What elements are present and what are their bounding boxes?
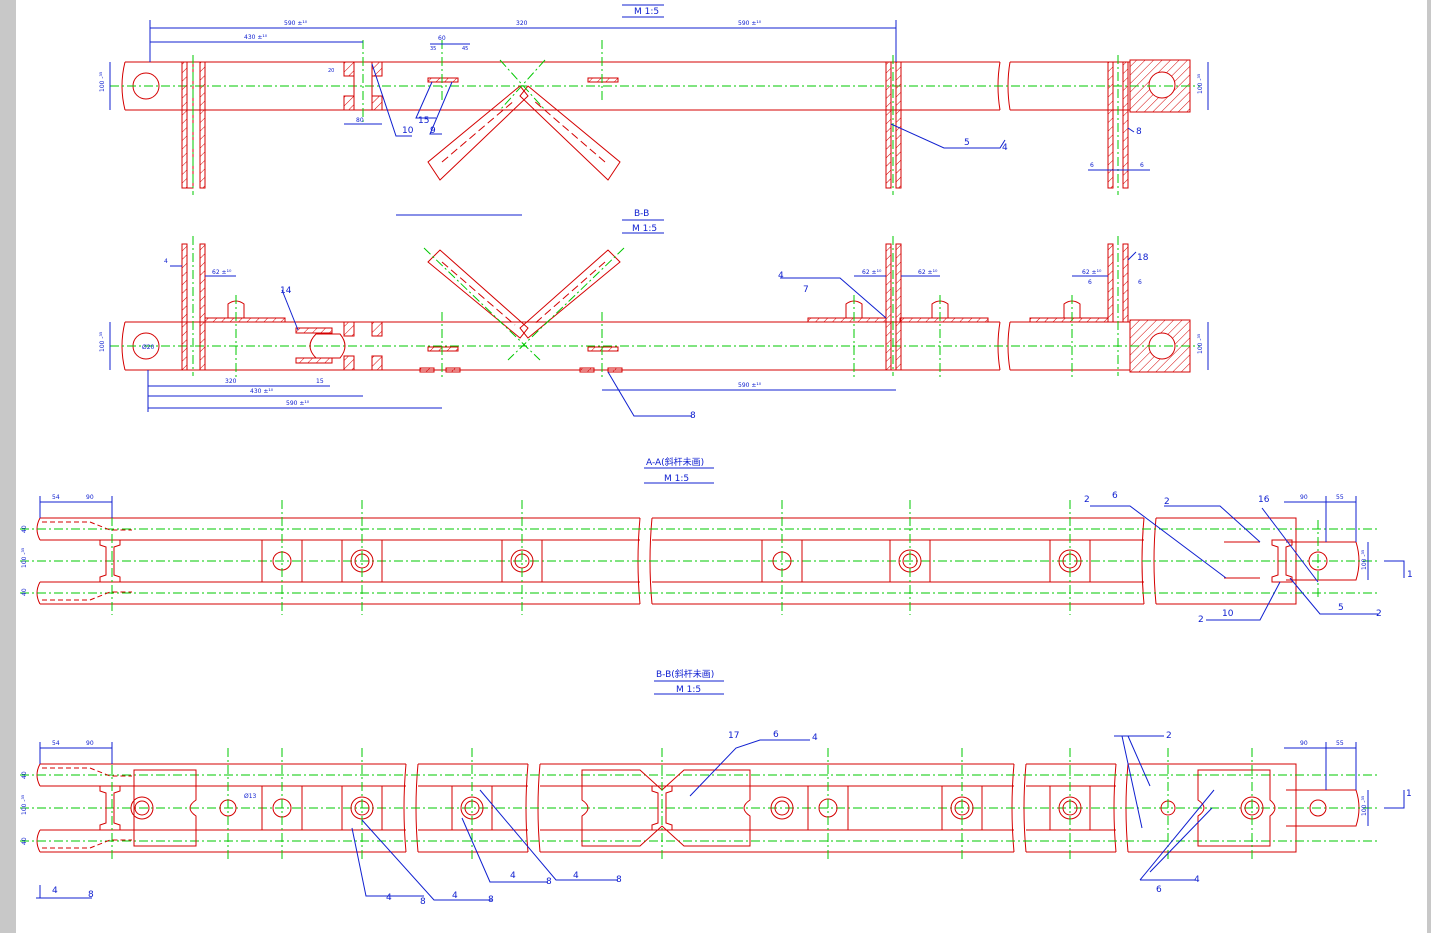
dim-35: 35 xyxy=(430,46,436,52)
view-b: B-B M 1:5 xyxy=(99,209,1209,421)
callout-8-bb-c: 8 xyxy=(488,895,494,905)
dim-62-b: 62 ±¹⁰ xyxy=(862,269,882,276)
callout-4-bb-c: 4 xyxy=(386,893,392,903)
callout-15: 15 xyxy=(418,116,429,126)
callout-4-b: 4 xyxy=(778,271,784,281)
dim-100-b-right: 100 -³⁵ xyxy=(1197,333,1204,354)
dim-62-d: 62 ±¹⁰ xyxy=(1082,269,1102,276)
dim-590-right: 590 ±¹⁰ xyxy=(738,20,762,27)
dim-6-b-left: 6 xyxy=(1088,279,1092,286)
callout-4: 4 xyxy=(1002,143,1008,153)
callout-8-bb-a: 8 xyxy=(88,890,94,900)
callout-2-aa-a: 2 xyxy=(1084,495,1090,505)
dim-100-b-left: 100 -³⁵ xyxy=(99,331,106,352)
b-view-title: B-B xyxy=(634,209,649,219)
callout-16: 16 xyxy=(1258,495,1270,505)
dim-590-b-left: 590 ±¹⁰ xyxy=(286,400,310,407)
dim-54-aa: 54 xyxy=(52,494,60,501)
dim-6-b-right: 6 xyxy=(1138,279,1142,286)
callout-2-bb: 2 xyxy=(1166,731,1172,741)
section-marker-1-bb: 1 xyxy=(1406,789,1412,799)
view-aa: A-A(斜杆未画) M 1:5 xyxy=(20,456,1413,625)
bb-view-title: B-B(斜杆未画) xyxy=(656,668,714,680)
callout-8-b: 8 xyxy=(690,411,696,421)
dim-15: 15 xyxy=(316,378,324,385)
dim-80: 80 xyxy=(356,117,364,124)
dim-590: 590 ±¹⁰ xyxy=(284,20,308,27)
dim-100-right: 100 -³⁵ xyxy=(1197,73,1204,94)
dim-40-bb-bottom: 40 xyxy=(21,837,28,845)
section-marker-1: 1 xyxy=(1407,570,1413,580)
dim-40-aa-bottom: 40 xyxy=(21,588,28,596)
hole-diameter-bb: Ø13 xyxy=(244,793,257,800)
dim-100-bb-right: 100 -³⁵ xyxy=(1361,795,1368,816)
dim-55-aa: 55 xyxy=(1336,494,1344,501)
callout-8-bb-e: 8 xyxy=(616,875,622,885)
dim-90-aa-left: 90 xyxy=(86,494,94,501)
callout-10: 10 xyxy=(402,126,414,136)
view-top: M 1:5 xyxy=(99,4,1209,216)
callout-5: 5 xyxy=(964,138,970,148)
callout-4-bb-e: 4 xyxy=(510,871,516,881)
callout-7: 7 xyxy=(803,285,809,295)
dim-62-a: 62 ±¹⁰ xyxy=(212,269,232,276)
dim-100-aa: 100 -³⁵ xyxy=(21,547,28,568)
callout-2-aa-b: 2 xyxy=(1164,497,1170,507)
callout-4-bb-f: 4 xyxy=(573,871,579,881)
dim-54-bb: 54 xyxy=(52,740,60,747)
dim-55-bb: 55 xyxy=(1336,740,1344,747)
dim-6-left: 6 xyxy=(1090,162,1094,169)
dim-100-bb: 100 -³⁵ xyxy=(21,794,28,815)
dim-100-aa-right: 100 -³⁵ xyxy=(1361,549,1368,570)
dim-4: 4 xyxy=(164,258,168,265)
callout-5-aa: 5 xyxy=(1338,603,1344,613)
dim-62-c: 62 ±¹⁰ xyxy=(918,269,938,276)
callout-4-bb-d: 4 xyxy=(452,891,458,901)
callout-8-bb-b: 8 xyxy=(420,897,426,907)
callout-9: 9 xyxy=(430,126,436,136)
dim-100-left: 100 -³⁵ xyxy=(99,71,106,92)
dim-590-b-right: 590 ±¹⁰ xyxy=(738,382,762,389)
callout-18: 18 xyxy=(1137,253,1149,263)
callout-14: 14 xyxy=(280,286,292,296)
dim-90-bb-right: 90 xyxy=(1300,740,1308,747)
dim-90-bb-left: 90 xyxy=(86,740,94,747)
top-view-scale: M 1:5 xyxy=(634,7,659,17)
callout-17: 17 xyxy=(728,731,739,741)
top-view-diagonal-braces xyxy=(427,85,621,181)
dim-90-aa-right: 90 xyxy=(1300,494,1308,501)
dim-6-right: 6 xyxy=(1140,162,1144,169)
dim-430-b: 430 ±¹⁰ xyxy=(250,388,274,395)
dim-320: 320 xyxy=(516,20,528,27)
callout-10-aa: 10 xyxy=(1222,609,1234,619)
dim-60: 60 xyxy=(438,35,446,42)
dim-45: 45 xyxy=(462,46,468,52)
right-scrollbar[interactable] xyxy=(1427,0,1431,933)
left-scrollbar[interactable] xyxy=(0,0,16,933)
callout-8: 8 xyxy=(1136,127,1142,137)
callout-4-bb-g: 4 xyxy=(1194,875,1200,885)
dim-430: 430 ±¹⁰ xyxy=(244,34,268,41)
callout-6-bb-b: 6 xyxy=(1156,885,1162,895)
aa-view-title: A-A(斜杆未画) xyxy=(646,456,704,468)
dim-40-aa-top: 40 xyxy=(21,525,28,533)
callout-6-aa: 6 xyxy=(1112,491,1118,501)
bb-view-scale: M 1:5 xyxy=(676,685,701,695)
callout-8-bb-d: 8 xyxy=(546,877,552,887)
callout-6-bb: 6 xyxy=(773,730,779,740)
dim-320-b: 320 xyxy=(225,378,237,385)
aa-view-scale: M 1:5 xyxy=(664,474,689,484)
callout-4-bb-b: 4 xyxy=(52,886,58,896)
callout-2-aa-c: 2 xyxy=(1198,615,1204,625)
view-bb: B-B(斜杆未画) M 1:5 xyxy=(20,668,1412,907)
callout-4-bb-a: 4 xyxy=(812,733,818,743)
hole-diameter-b: Ø20 xyxy=(142,344,155,351)
dim-40-bb-top: 40 xyxy=(21,771,28,779)
dim-20: 20 xyxy=(328,68,334,74)
b-view-scale: M 1:5 xyxy=(632,224,657,234)
callout-2-aa-d: 2 xyxy=(1376,609,1382,619)
